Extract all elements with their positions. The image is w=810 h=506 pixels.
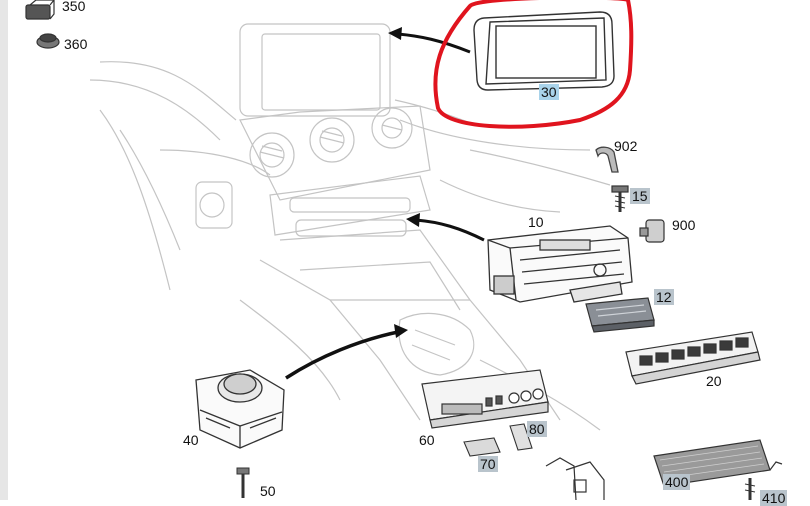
part-900-connector <box>639 219 665 243</box>
label-part-60: 60 <box>419 432 435 448</box>
label-part-70[interactable]: 70 <box>478 456 498 472</box>
label-part-360: 360 <box>64 36 88 52</box>
label-part-350: 350 <box>62 0 86 14</box>
image-left-border <box>0 0 8 500</box>
part-80-insert <box>509 423 533 451</box>
arrow-10 <box>406 213 485 242</box>
part-10-head-unit <box>487 225 633 303</box>
label-part-80[interactable]: 80 <box>527 421 547 437</box>
label-part-30[interactable]: 30 <box>539 84 559 100</box>
part-12-module <box>585 297 655 333</box>
part-15-screw <box>611 185 629 212</box>
label-part-20: 20 <box>706 373 722 389</box>
label-part-10: 10 <box>528 214 544 230</box>
dashboard-background-art <box>89 23 611 431</box>
part-70-mat <box>463 437 501 457</box>
label-part-410[interactable]: 410 <box>760 490 788 506</box>
part-holder-drawing <box>545 457 605 500</box>
label-part-400[interactable]: 400 <box>663 474 691 490</box>
arrow-30 <box>388 27 471 54</box>
part-40-touchpad-controller <box>195 369 285 449</box>
red-annotation-circle <box>433 0 634 129</box>
label-part-12[interactable]: 12 <box>654 289 674 305</box>
part-350-drawing <box>25 0 55 20</box>
part-60-switch-panel <box>421 369 549 429</box>
part-50-bolt <box>236 467 250 498</box>
part-360-drawing <box>36 33 60 49</box>
label-part-15[interactable]: 15 <box>630 188 650 204</box>
arrow-40 <box>285 324 408 380</box>
label-part-902: 902 <box>614 138 638 154</box>
part-30-display <box>473 11 615 91</box>
label-part-900: 900 <box>672 217 696 233</box>
part-20-climate-panel <box>625 331 761 385</box>
label-part-50: 50 <box>260 483 276 499</box>
label-part-40: 40 <box>183 432 199 448</box>
part-410-bolt <box>744 478 756 500</box>
part-902-clip <box>595 146 619 173</box>
